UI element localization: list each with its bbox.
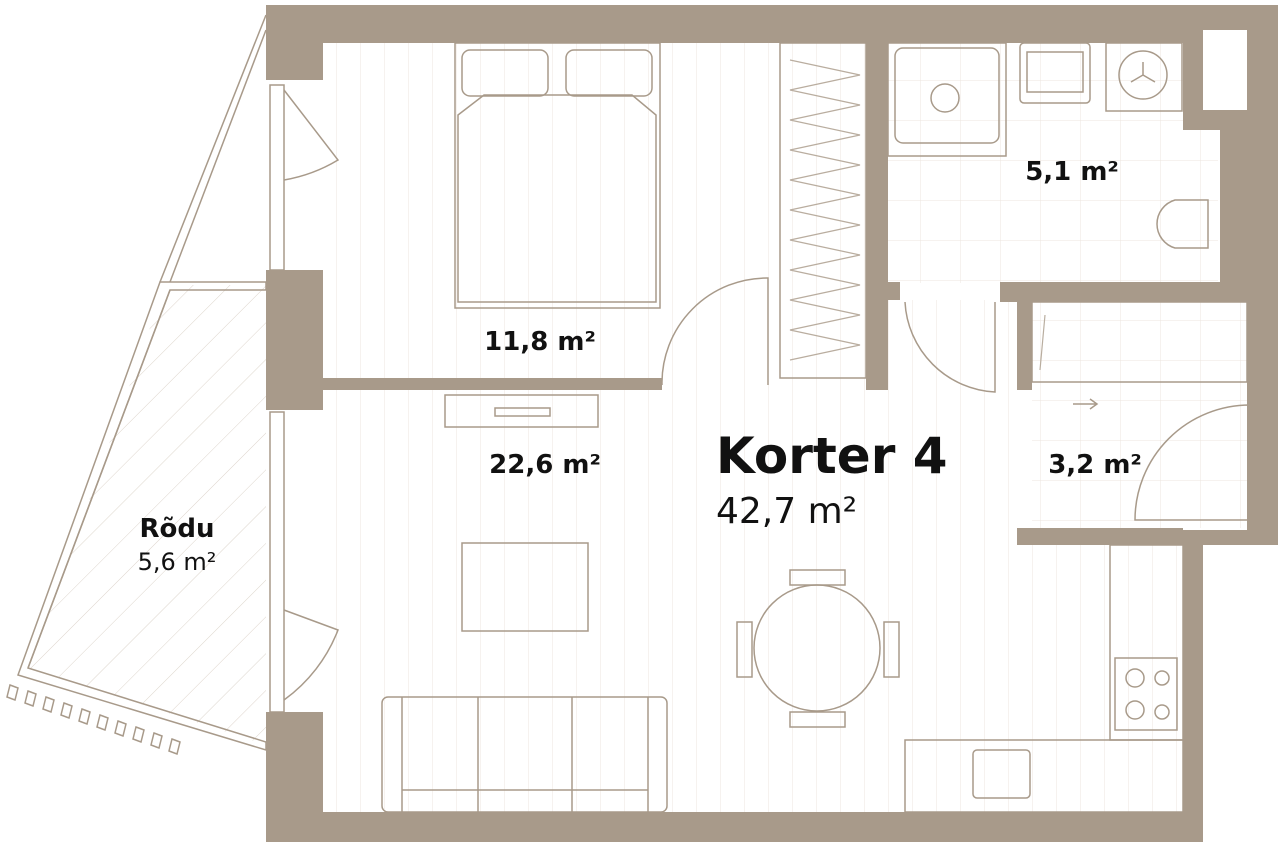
washing-machine [1105, 42, 1183, 112]
stove [1114, 657, 1178, 731]
closet: 3,2 m² [1031, 301, 1251, 521]
apartment-total-area: 42,7 m² [716, 491, 857, 532]
bathroom: 5,1 m² [887, 42, 1209, 393]
shower [887, 42, 1007, 157]
apartment-title: Korter 4 [716, 427, 948, 485]
bedroom-area: 11,8 m² [484, 327, 596, 357]
sofa [381, 696, 668, 813]
blanket [457, 94, 657, 303]
coffee-table [461, 542, 589, 632]
toilet [1156, 199, 1209, 249]
living-room: 22,6 m² [381, 394, 1184, 813]
bathroom-area: 5,1 m² [1025, 157, 1119, 187]
wardrobe [779, 42, 867, 379]
balcony-area: 5,6 m² [138, 548, 217, 576]
balcony-name: Rõdu [139, 514, 214, 544]
tv-unit [444, 394, 599, 428]
walls [266, 5, 1278, 842]
kitchen-sink [972, 749, 1031, 799]
pillow [461, 49, 549, 97]
living-area: 22,6 m² [489, 450, 601, 480]
closet-area: 3,2 m² [1048, 450, 1142, 480]
pillow [565, 49, 653, 97]
washbasin [1019, 42, 1091, 104]
balcony-railing-posts [6, 684, 181, 755]
bedroom: 11,8 m² [454, 42, 867, 386]
bed [454, 42, 661, 309]
windows [269, 84, 340, 713]
